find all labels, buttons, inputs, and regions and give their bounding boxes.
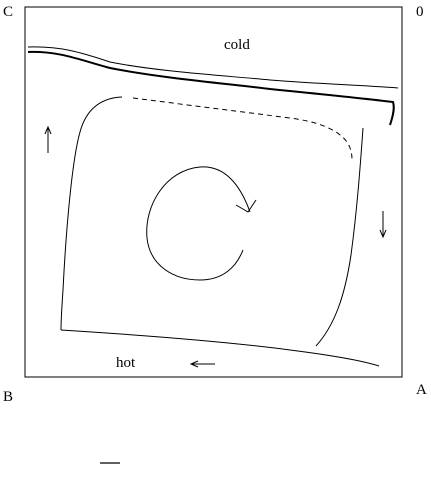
cold-label: cold [224,37,250,53]
left-flow-line [61,97,122,330]
central-circulation-arc [147,167,250,280]
corner-label-c: C [3,4,13,20]
corner-label-b: B [3,389,13,405]
up-arrow-icon [45,127,51,153]
hot-label: hot [116,355,136,371]
corner-label-a: A [416,382,427,398]
down-arrow-icon [380,211,386,237]
left-arrow-icon [191,361,215,367]
right-flow-line [316,128,363,346]
bottom-flow-line [61,330,379,366]
cold-boundary-lower-line [28,52,394,125]
box-outline [25,7,402,377]
corner-label-0: 0 [416,4,424,20]
dashed-flow-line [133,98,352,160]
